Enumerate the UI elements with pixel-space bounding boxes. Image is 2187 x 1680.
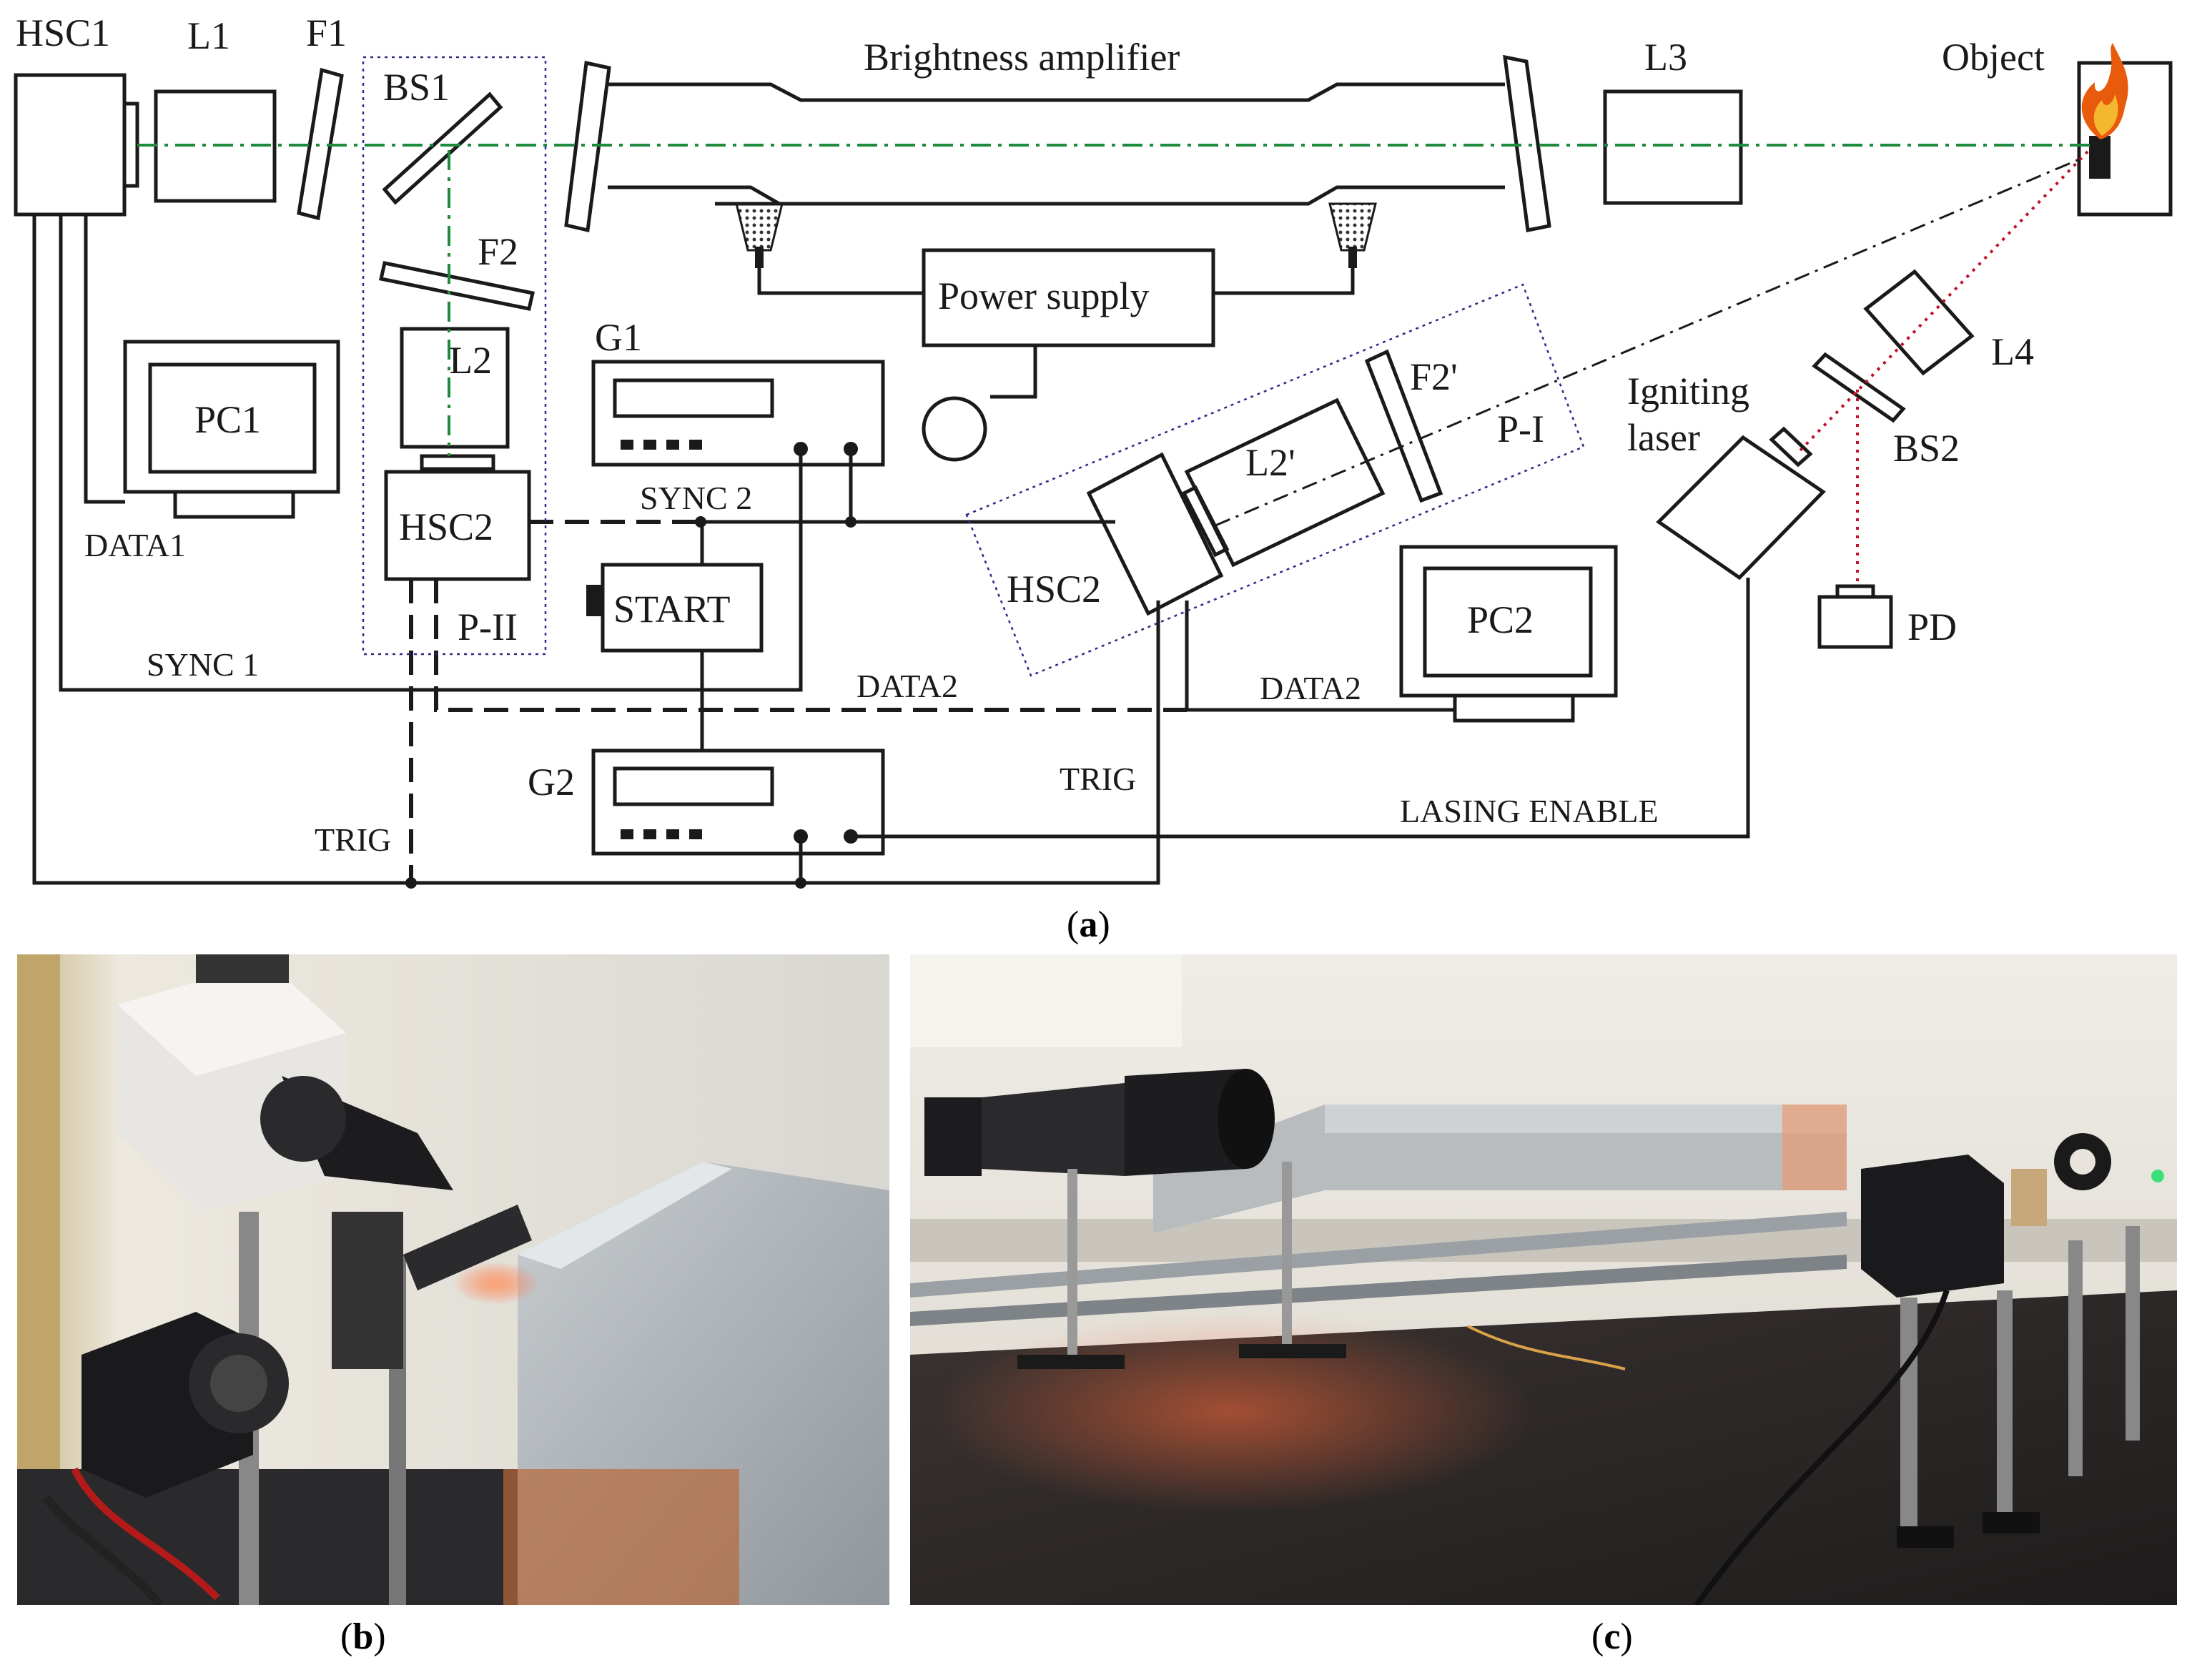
lens-l3	[1603, 89, 1743, 205]
label-l2-prime: L2'	[1245, 441, 1295, 484]
label-p-i: P-I	[1497, 407, 1544, 450]
label-start: START	[613, 588, 730, 631]
label-power-supply: Power supply	[938, 275, 1150, 317]
flame-icon	[2081, 43, 2128, 139]
beamsplitter-bs2	[1812, 352, 1906, 423]
pd-top	[1835, 584, 1875, 599]
igniting-laser-body	[1656, 435, 1826, 580]
label-data2-left: DATA2	[856, 668, 958, 704]
photo-c-setup	[910, 954, 2177, 1605]
power-wire-g1	[990, 345, 1037, 399]
hsc2-left-camera	[384, 470, 531, 581]
frame-p-ii	[362, 56, 547, 656]
label-bs2: BS2	[1893, 427, 1960, 470]
label-lasing-enable: LASING ENABLE	[1400, 793, 1659, 829]
laser-beam-to-object	[1799, 150, 2089, 452]
power-supply-box	[922, 248, 1215, 347]
label-l2: L2	[449, 339, 492, 382]
filter-f1	[297, 67, 344, 221]
label-sync1: SYNC 1	[147, 646, 259, 683]
brightness-amplifier	[608, 82, 1505, 206]
label-g2: G2	[528, 761, 575, 804]
hsc2-right-camera	[1086, 452, 1224, 616]
label-l4: L4	[1991, 330, 2034, 373]
pc2-screen	[1423, 566, 1593, 678]
label-g1: G1	[595, 316, 642, 359]
label-igniting-line2: laser	[1627, 416, 1700, 459]
label-object: Object	[1942, 36, 2045, 79]
amplifier-socket-right	[1328, 202, 1377, 268]
wire-trig-main	[32, 214, 1160, 885]
label-hsc2-right: HSC2	[1007, 568, 1101, 611]
caption-a: (a)	[1067, 904, 1110, 945]
lens-l4	[1863, 269, 1975, 376]
lens-l2-prime	[1184, 397, 1386, 568]
g1-display	[613, 378, 774, 418]
label-sync2: SYNC 2	[640, 480, 752, 516]
igniting-laser-head	[1769, 426, 1813, 468]
caption-b: (b)	[340, 1616, 386, 1657]
label-l1: L1	[187, 14, 230, 57]
label-data1: DATA1	[84, 527, 186, 563]
label-f2-prime: F2'	[1410, 355, 1458, 398]
label-hsc2-left: HSC2	[399, 505, 493, 548]
pc1-stand	[173, 490, 295, 519]
frame-p-i	[965, 283, 1585, 677]
wire-data1	[84, 214, 125, 504]
hsc2-left-mount	[420, 454, 495, 471]
label-bs1: BS1	[383, 66, 450, 109]
label-hsc1: HSC1	[16, 11, 110, 54]
photo-b-setup	[17, 954, 889, 1605]
wire-lasing-enable	[851, 578, 1750, 839]
amplifier-socket-left	[735, 202, 784, 268]
photodetector-pd	[1817, 595, 1893, 649]
pc1-screen	[148, 362, 317, 474]
lens-l2	[400, 327, 510, 449]
label-data2-right: DATA2	[1260, 670, 1361, 706]
label-igniting-line1: Igniting	[1627, 370, 1749, 412]
power-wire-left	[757, 265, 924, 295]
filter-f2	[378, 261, 535, 311]
filter-f2-prime	[1364, 349, 1443, 503]
pc2-stand	[1453, 693, 1575, 723]
amplifier-window-left	[564, 60, 611, 233]
label-f1: F1	[306, 11, 347, 54]
wire-data2-left-dashed	[434, 579, 1187, 712]
label-trig-right: TRIG	[1060, 761, 1136, 797]
label-trig-left: TRIG	[315, 821, 391, 858]
power-wire-right	[1213, 265, 1355, 295]
label-pd: PD	[1907, 606, 1957, 648]
power-connector	[922, 396, 987, 462]
label-brightness-amplifier: Brightness amplifier	[864, 36, 1180, 79]
label-pc2: PC2	[1467, 598, 1534, 641]
schematic-diagram: HSC1 L1 F1 BS1 Brightness amplifier L3 O…	[14, 11, 2173, 945]
hsc1-camera	[14, 73, 127, 217]
object-sample	[2089, 136, 2111, 179]
amplifier-window-right	[1503, 54, 1551, 232]
wire-sync1	[59, 214, 803, 692]
label-pc1: PC1	[194, 398, 261, 441]
object-chamber	[2077, 61, 2173, 217]
label-p-ii: P-II	[458, 606, 518, 648]
hsc1-lens-mount	[122, 102, 139, 188]
beamsplitter-bs1	[382, 92, 503, 205]
label-l3: L3	[1644, 36, 1687, 79]
label-f2: F2	[478, 230, 518, 273]
generator-g1	[591, 360, 885, 467]
generator-g2	[591, 748, 885, 856]
caption-c: (c)	[1591, 1616, 1633, 1657]
g2-display	[613, 766, 774, 806]
